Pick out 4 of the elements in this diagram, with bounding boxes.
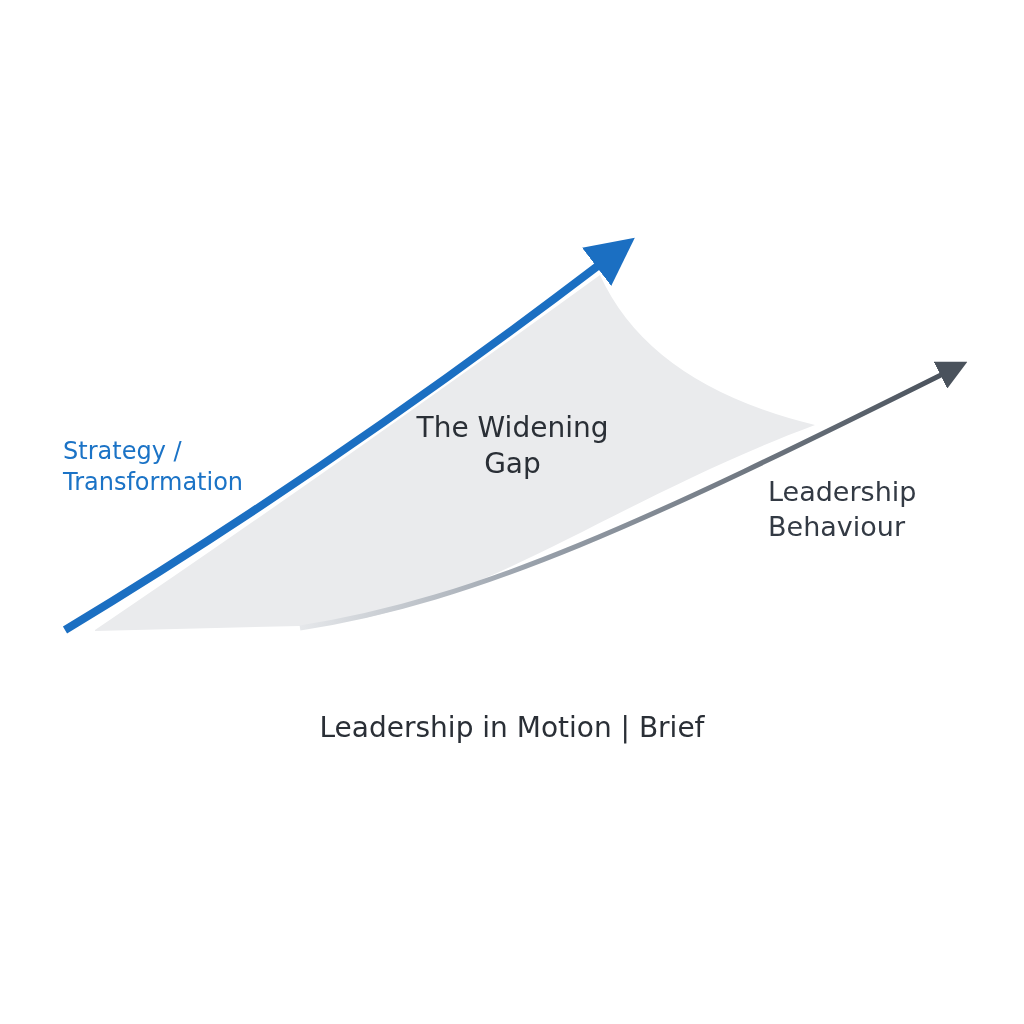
caption: Leadership in Motion | Brief bbox=[318, 710, 706, 746]
trend-label: Strategy / Transformation bbox=[63, 436, 245, 499]
trend-label: Leadership Behaviour bbox=[768, 475, 918, 545]
gap-label: The Widening Gap bbox=[415, 410, 610, 483]
